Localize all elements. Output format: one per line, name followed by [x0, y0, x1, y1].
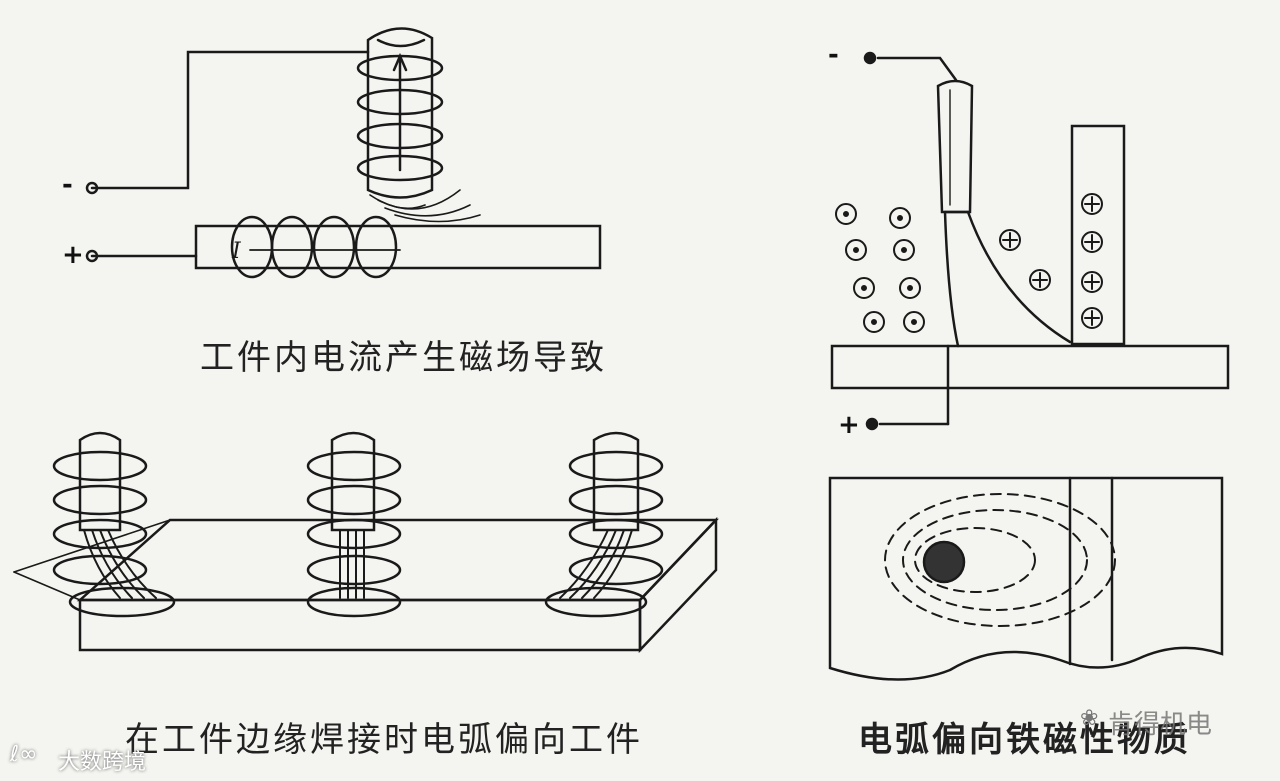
- electrode-lead-wire: [90, 50, 370, 190]
- workpiece-bar: [194, 224, 602, 270]
- top-left-diagram: [85, 27, 602, 279]
- right-diagram: [828, 51, 1230, 681]
- base-plate: [830, 344, 1230, 390]
- minus-sign-right: -: [828, 40, 839, 70]
- bottom-left-diagram: [13, 431, 719, 654]
- plus-terminal: [85, 249, 99, 263]
- plus-sign: +: [62, 240, 84, 270]
- ferromagnetic-plate: [1070, 124, 1126, 346]
- workpiece-slab-side: [638, 516, 718, 654]
- workpiece-slab-front: [78, 598, 642, 652]
- caption-bottom-left: 在工件边缘焊接时电弧偏向工件: [125, 720, 643, 760]
- electrode-right: [592, 431, 640, 532]
- minus-sign: -: [62, 170, 73, 200]
- arc-left-edge: [943, 210, 960, 348]
- electrode-left: [78, 431, 122, 532]
- watermark-right: 肯得机电: [1108, 710, 1213, 740]
- current-symbol-label: I: [231, 239, 242, 264]
- field-dots: [835, 203, 925, 333]
- minus-terminal: [85, 181, 99, 195]
- electrode-lead-wire-right: [876, 56, 958, 82]
- wechat-icon: ❀: [1080, 706, 1099, 731]
- logo-icon: ℓ∞: [10, 742, 38, 767]
- arc-right-edge: [966, 210, 1072, 344]
- caption-top-left: 工件内电流产生磁场导致: [200, 338, 607, 378]
- electrode-rod: [366, 27, 434, 199]
- electrode-rod-right: [936, 79, 974, 214]
- caption-right: 电弧偏向铁磁性物质: [858, 720, 1191, 760]
- plus-sign-right: +: [838, 410, 860, 440]
- electrode-cross-section: [922, 540, 966, 584]
- field-ring: [356, 54, 444, 82]
- electrode-center: [330, 431, 376, 532]
- top-view-workpiece: [828, 476, 1224, 681]
- field-crosses: [999, 193, 1103, 329]
- watermark-left: 大数跨境: [58, 750, 147, 775]
- dashed-field-lines: [884, 493, 1116, 627]
